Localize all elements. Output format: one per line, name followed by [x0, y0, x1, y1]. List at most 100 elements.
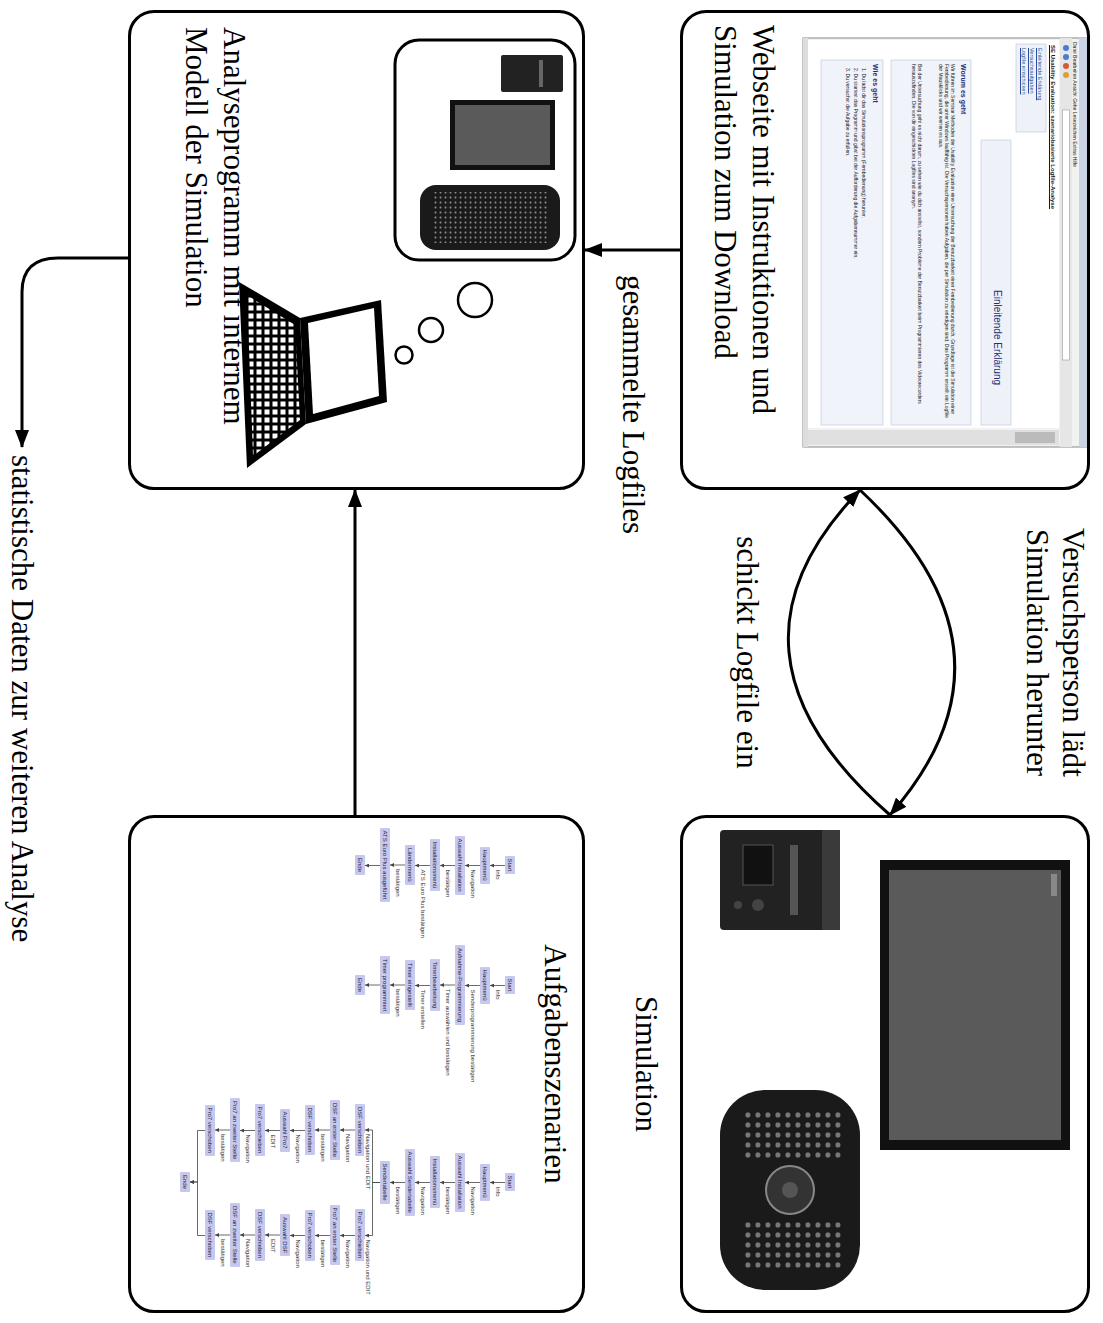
screenshot-text: 2. Du startest das Programm und gibst be…	[853, 68, 859, 418]
screenshot-text: Wir führen im Seminar Methoden der Usabi…	[938, 64, 956, 420]
illustration-part	[247, 295, 300, 456]
step-arrow	[440, 865, 455, 866]
flow-step: Timer programmiert	[380, 956, 390, 1014]
illustration-part	[720, 830, 840, 930]
illustration-part	[808, 430, 1059, 445]
flow-step: Auswahl Sendertabelle	[405, 1149, 415, 1216]
illustration-part	[1063, 72, 1069, 78]
step-arrow	[415, 1182, 430, 1183]
step-arrow-label: bestätigen	[394, 988, 401, 1018]
flow-step: Pro7 an erster Stelle	[330, 1205, 340, 1266]
step-label: DSF verschoben	[207, 1213, 213, 1258]
step-arrow	[465, 985, 480, 986]
flow-step: ATS Euro Plus ausgeführt	[380, 828, 390, 903]
illustration-part	[419, 318, 443, 342]
illustration-part	[1079, 38, 1087, 447]
flow-step: Pro7 verschoben	[305, 1210, 315, 1261]
step-label: Pro7 verschieben	[357, 1212, 363, 1259]
flow-step: Installationsmenü	[430, 1156, 440, 1209]
step-arrow-label: Navigation und EDIT	[364, 1239, 371, 1296]
illustration-part	[766, 1166, 814, 1214]
illustration-part	[1063, 54, 1069, 60]
step-arrow	[465, 865, 480, 866]
step-arrow-label: Info	[494, 869, 501, 881]
illustration-part	[803, 38, 1087, 447]
step-arrow-label: bestätigen	[319, 1239, 326, 1269]
arrow-label: Versuchsperson lädt Simulation herunter	[1019, 492, 1091, 813]
step-label: DSF verschieben	[257, 1212, 263, 1258]
step-label: Installationsmenü	[432, 1159, 438, 1206]
screenshot-text: SE Usability Evaluation: szenariobasiert…	[1049, 45, 1056, 375]
step-label: Hauptmenü	[482, 850, 488, 881]
step-label: Auswahl DSF	[282, 1217, 288, 1253]
illustration-part	[803, 38, 808, 447]
illustration-part	[821, 60, 883, 425]
illustration-part	[300, 300, 387, 424]
step-arrow	[240, 1130, 255, 1131]
flow-step: DSF verschoben	[305, 1105, 315, 1156]
step-arrow-label: Navigation und EDIT	[364, 1133, 371, 1190]
step-arrow	[290, 1130, 305, 1131]
step-arrow	[240, 1235, 255, 1236]
illustration-part	[808, 40, 1059, 428]
illustration-part	[395, 40, 575, 260]
illustration-part	[743, 845, 773, 885]
illustration-part	[981, 140, 1011, 425]
flow-arrow	[354, 490, 357, 815]
step-label: DSF an zweiter Stelle	[232, 1206, 238, 1264]
step-label: Aufnahme-Programmierung	[457, 948, 463, 1022]
flow-step: Installationsmenü	[430, 839, 440, 892]
illustration-part	[1063, 110, 1070, 360]
step-arrow	[365, 985, 380, 986]
step-arrow-label: Info	[494, 1186, 501, 1198]
step-label: Timerbearbeitung	[432, 962, 438, 1009]
flow-step: DSF verschoben	[205, 1210, 215, 1261]
step-label: Start	[507, 1176, 513, 1189]
step-arrow-label: bestätigen	[444, 1186, 451, 1216]
step-arrow-label: Navigation	[294, 1239, 301, 1269]
flow-step: Ländermenü	[405, 845, 415, 885]
step-arrow	[415, 865, 430, 866]
screenshot-text: 1. Du lädst dir das Simulationsprogramm …	[861, 68, 867, 418]
step-label: Installationsmenü	[432, 842, 438, 889]
rounded-panel: Simulation	[680, 815, 1090, 1313]
flow-step: Pro7 an zweiter Stelle	[230, 1098, 240, 1162]
flow-step: Timerbearbeitung	[430, 959, 440, 1012]
step-arrow	[365, 1183, 380, 1236]
illustration-part	[1015, 432, 1055, 443]
illustration-part	[891, 60, 971, 425]
flow-arrow	[22, 258, 128, 447]
screenshot-text: Logfile einschicken	[1020, 48, 1027, 130]
step-arrow	[415, 985, 430, 986]
step-arrow	[390, 865, 405, 866]
step-arrow	[365, 865, 380, 866]
screenshot-text: Wie es geht	[871, 64, 880, 264]
panel-title: Analyseprogramm mit internem Modell der …	[177, 27, 253, 477]
step-arrow	[340, 1130, 355, 1131]
step-label: Hauptmenü	[482, 1167, 488, 1198]
step-label: DSF an erster Stelle	[332, 1103, 338, 1157]
step-arrow-label: bestätigen	[444, 869, 451, 899]
step-arrow	[290, 1235, 305, 1236]
flow-step: Ende	[355, 975, 365, 995]
screenshot-text: Einleitende Erklärung	[1036, 48, 1043, 130]
illustration-part	[501, 55, 563, 92]
flow-step: Hauptmenü	[480, 1164, 490, 1201]
step-label: DSF verschieben	[357, 1107, 363, 1153]
rounded-panel: Webseite mit Instruktionen und Simulatio…	[680, 10, 1090, 490]
step-arrow	[190, 1182, 205, 1236]
illustration-part	[1060, 38, 1072, 447]
step-arrow-label: Navigation	[244, 1134, 251, 1164]
flow-step: Auswahl Pro7	[280, 1109, 290, 1152]
flow-step: Pro7 verschoben	[205, 1105, 215, 1156]
illustration-part	[741, 1112, 841, 1162]
illustration-part	[539, 60, 543, 87]
illustration-part	[1051, 874, 1057, 896]
step-arrow-label: bestätigen	[219, 1238, 226, 1268]
illustration-part	[734, 901, 742, 909]
output-label: statistische Daten zur weiteren Analyse	[5, 455, 40, 942]
flow-step: Ende	[355, 855, 365, 875]
step-label: Ende	[182, 1175, 188, 1189]
step-label: Timer programmiert	[382, 959, 388, 1011]
step-arrow	[340, 1235, 355, 1236]
